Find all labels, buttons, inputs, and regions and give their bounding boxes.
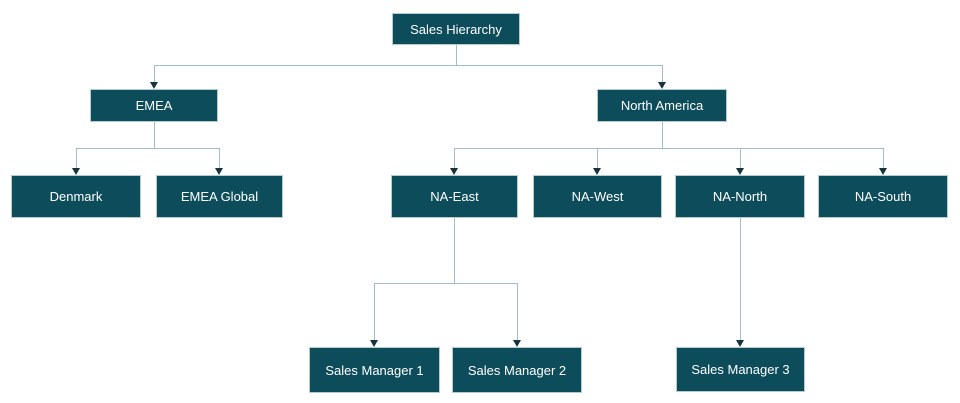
node-emea[interactable]: EMEA — [90, 89, 218, 122]
node-na-west-label: NA-West — [571, 189, 624, 204]
node-na-north[interactable]: NA-North — [675, 175, 805, 218]
node-emea-global[interactable]: EMEA Global — [156, 175, 283, 218]
arrowhead-sales-manager-2 — [513, 340, 521, 347]
node-sales-manager-3[interactable]: Sales Manager 3 — [676, 347, 805, 392]
connector-drop-na-south — [883, 148, 884, 168]
arrowhead-north-america — [658, 82, 666, 89]
arrowhead-denmark — [72, 168, 80, 175]
arrowhead-sales-manager-3 — [736, 340, 744, 347]
connector-drop-north-america — [662, 65, 663, 82]
connector-drop-denmark — [76, 148, 77, 168]
connector-root-stem — [456, 45, 457, 65]
arrowhead-na-south — [879, 168, 887, 175]
node-na-north-label: NA-North — [712, 189, 768, 204]
node-sales-manager-3-label: Sales Manager 3 — [691, 362, 790, 377]
arrowhead-na-west — [593, 168, 601, 175]
connector-drop-na-north — [740, 148, 741, 168]
node-sales-manager-2-label: Sales Manager 2 — [467, 362, 567, 378]
node-north-america[interactable]: North America — [597, 89, 727, 122]
node-denmark-label: Denmark — [49, 189, 103, 204]
node-sales-manager-1[interactable]: Sales Manager 1 — [309, 347, 440, 393]
node-denmark[interactable]: Denmark — [11, 175, 141, 218]
connector-drop-na-west — [597, 148, 598, 168]
arrowhead-na-north — [736, 168, 744, 175]
connector-drop-sales-manager-3 — [740, 218, 741, 340]
connector-root-crossbar — [154, 65, 663, 66]
arrowhead-na-east — [450, 168, 458, 175]
connector-drop-na-east — [454, 148, 455, 168]
node-sales-manager-2[interactable]: Sales Manager 2 — [452, 347, 582, 393]
node-na-east[interactable]: NA-East — [391, 175, 518, 218]
node-sales-hierarchy-label: Sales Hierarchy — [410, 21, 502, 37]
arrowhead-emea — [150, 82, 158, 89]
node-na-south-label: NA-South — [854, 189, 912, 204]
node-na-east-label: NA-East — [430, 189, 479, 204]
connector-drop-emea-global — [219, 148, 220, 168]
connector-north-america-stem — [662, 122, 663, 148]
node-sales-manager-1-label: Sales Manager 1 — [325, 362, 424, 378]
connector-north-america-crossbar — [454, 148, 884, 149]
connector-drop-sales-manager-2 — [517, 283, 518, 340]
node-sales-hierarchy[interactable]: Sales Hierarchy — [392, 13, 520, 45]
connector-na-east-crossbar — [374, 283, 518, 284]
node-emea-global-label: EMEA Global — [180, 189, 259, 204]
connector-emea-stem — [154, 122, 155, 148]
node-na-west[interactable]: NA-West — [533, 175, 662, 218]
node-north-america-label: North America — [620, 98, 704, 113]
node-emea-label: EMEA — [135, 98, 173, 113]
connector-na-east-stem — [454, 218, 455, 283]
arrowhead-sales-manager-1 — [370, 340, 378, 347]
arrowhead-emea-global — [215, 168, 223, 175]
connector-emea-crossbar — [76, 148, 220, 149]
node-na-south[interactable]: NA-South — [818, 175, 948, 218]
connector-drop-emea — [154, 65, 155, 82]
connector-drop-sales-manager-1 — [374, 283, 375, 340]
